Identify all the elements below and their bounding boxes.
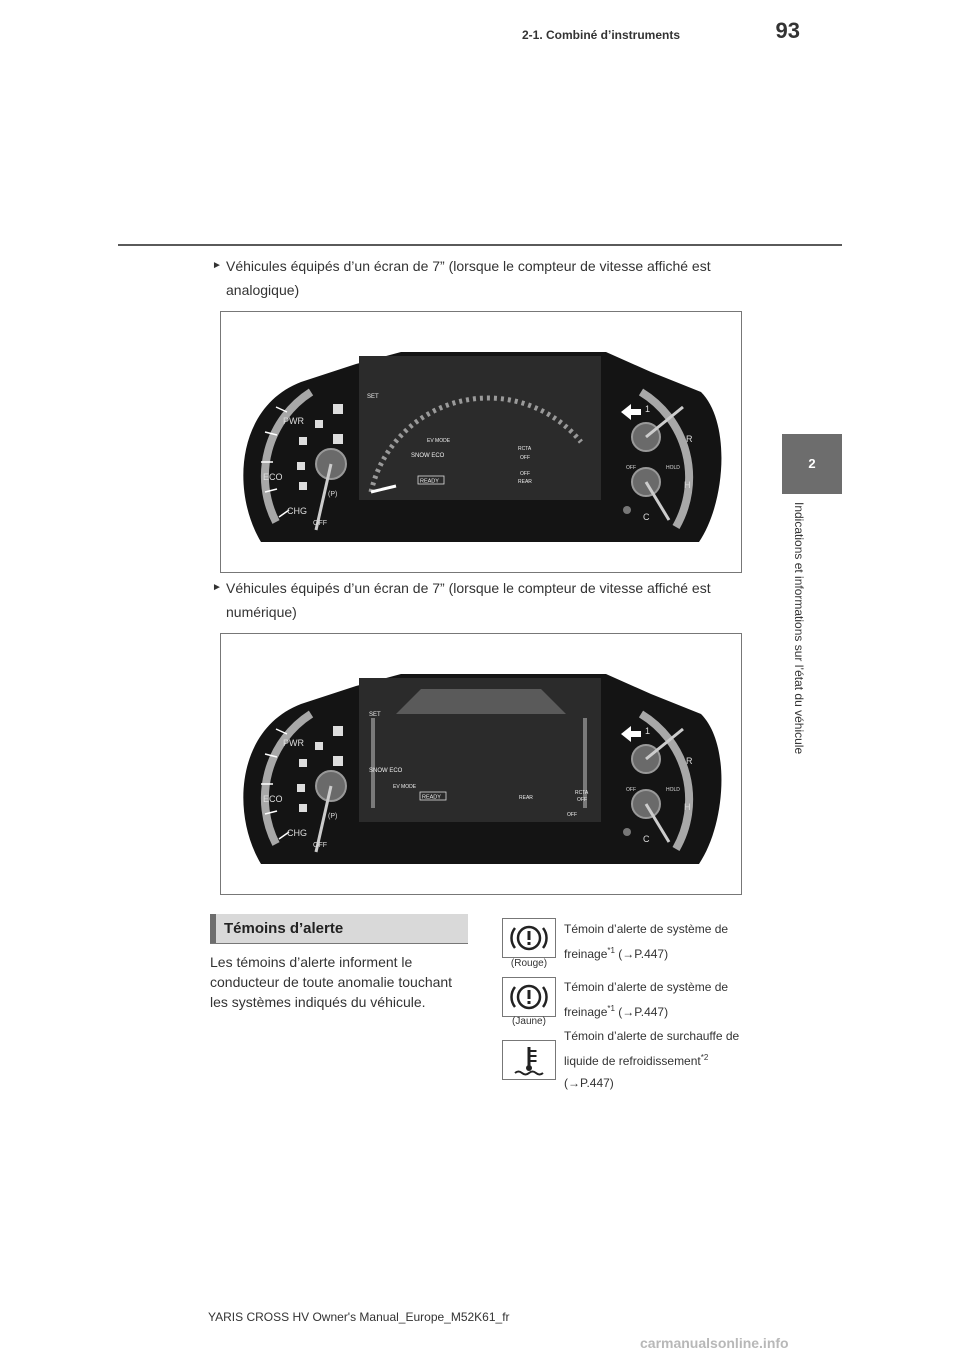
rcta-label: RCTA: [575, 790, 589, 796]
off-label-right: OFF: [626, 787, 636, 793]
cluster-analog-diagram: PWR ECO CHG OFF (P) SET EV MODE SNOW ECO…: [243, 352, 722, 542]
page-reference: (→P.447): [618, 1005, 669, 1019]
rcta-off-label: OFF: [520, 455, 530, 461]
h-label: H: [684, 802, 691, 812]
p-label-left: (P): [328, 491, 337, 498]
color-caption-yellow: (Jaune): [512, 1016, 546, 1027]
ready-label: READY: [420, 479, 439, 485]
variant-analog: ► Véhicules équipés d’un écran de 7” (lo…: [212, 254, 742, 302]
pwr-label: PWR: [283, 416, 304, 426]
variant-analog-text: Véhicules équipés d’un écran de 7” (lors…: [226, 258, 711, 298]
cluster-digital-diagram: PWR ECO CHG OFF (P) SET SNOW ECO EV MODE…: [243, 674, 722, 864]
rear-label: REAR: [518, 479, 532, 485]
hold-label: HOLD: [666, 465, 680, 471]
one-label: 1: [645, 404, 650, 414]
c-label: C: [643, 512, 650, 522]
description-text: Témoin d’alerte de système de freinage: [564, 922, 729, 961]
rcta-label: RCTA: [518, 446, 532, 452]
pwr-label: PWR: [283, 738, 304, 748]
pkb-off-label: OFF: [520, 471, 530, 477]
chapter-title: Indications et informations sur l’état d…: [790, 502, 810, 802]
off-label-right: OFF: [626, 465, 636, 471]
one-label: 1: [645, 726, 650, 736]
figure-cluster-digital: PWR ECO CHG OFF (P) SET SNOW ECO EV MODE…: [220, 633, 742, 895]
page-reference: (→P.447): [564, 1076, 614, 1090]
p-label-left: (P): [328, 813, 337, 820]
warning-lights-heading: Témoins d’alerte: [210, 914, 468, 943]
ev-mode-label: EV MODE: [393, 784, 417, 790]
snow-eco-label: SNOW ECO: [369, 768, 403, 774]
brake-warning-red-box: [502, 918, 556, 958]
brake-warning-red-description: Témoin d’alerte de système de freinage*1…: [564, 918, 764, 965]
description-text: Témoin d’alerte de système de freinage: [564, 980, 729, 1019]
off-label-left: OFF: [313, 842, 327, 849]
pkb-off-label: OFF: [567, 812, 577, 818]
c-label: C: [643, 834, 650, 844]
section-title: 2-1. Combiné d’instruments: [522, 28, 681, 42]
footnote-marker: *1: [607, 946, 615, 955]
coolant-warning-description: Témoin d’alerte de surchauffe de liquide…: [564, 1025, 764, 1094]
rcta-off-label: OFF: [577, 797, 587, 803]
chg-label: CHG: [287, 506, 307, 516]
header-rule: [118, 244, 842, 246]
bullet-arrow-icon: ►: [212, 260, 222, 271]
h-label: H: [684, 480, 691, 490]
set-label: SET: [369, 712, 381, 718]
heading-rule: [210, 943, 468, 944]
eco-label: ECO: [263, 472, 283, 482]
figure-cluster-analog: PWR ECO CHG OFF (P) SET EV MODE SNOW ECO…: [220, 311, 742, 573]
brake-warning-icon: [510, 984, 548, 1010]
r-label: R: [686, 434, 693, 444]
ev-mode-label: EV MODE: [427, 438, 451, 444]
chg-label: CHG: [287, 828, 307, 838]
variant-digital: ► Véhicules équipés d’un écran de 7” (lo…: [212, 576, 742, 624]
watermark: carmanualsonline.info: [640, 1335, 789, 1351]
rear-label: REAR: [519, 795, 533, 801]
hold-label: HOLD: [666, 787, 680, 793]
page-reference: (→P.447): [618, 947, 669, 961]
r-label: R: [686, 756, 693, 766]
chapter-tab: 2: [782, 434, 842, 494]
footnote-marker: *1: [607, 1004, 615, 1013]
manual-footer: YARIS CROSS HV Owner's Manual_Europe_M52…: [208, 1310, 510, 1324]
ready-label: READY: [422, 795, 441, 801]
variant-digital-text: Véhicules équipés d’un écran de 7” (lors…: [226, 580, 711, 620]
description-text: Témoin d’alerte de surchauffe de liquide…: [564, 1029, 740, 1068]
brake-warning-yellow-box: [502, 977, 556, 1017]
brake-warning-yellow-description: Témoin d’alerte de système de freinage*1…: [564, 976, 764, 1023]
chapter-title-text: Indications et informations sur l’état d…: [792, 502, 806, 755]
footnote-marker: *2: [700, 1053, 709, 1062]
snow-eco-label: SNOW ECO: [411, 453, 445, 459]
brake-warning-icon: [510, 925, 548, 951]
warning-lights-intro: Les témoins d’alerte informent le conduc…: [210, 954, 453, 1010]
page-number: 93: [775, 18, 800, 43]
eco-label: ECO: [263, 794, 283, 804]
set-label: SET: [367, 394, 379, 400]
color-caption-red: (Rouge): [510, 958, 548, 969]
coolant-warning-box: [502, 1040, 556, 1080]
coolant-temperature-icon: [514, 1047, 544, 1076]
bullet-arrow-icon: ►: [212, 582, 222, 593]
off-label-left: OFF: [313, 520, 327, 527]
